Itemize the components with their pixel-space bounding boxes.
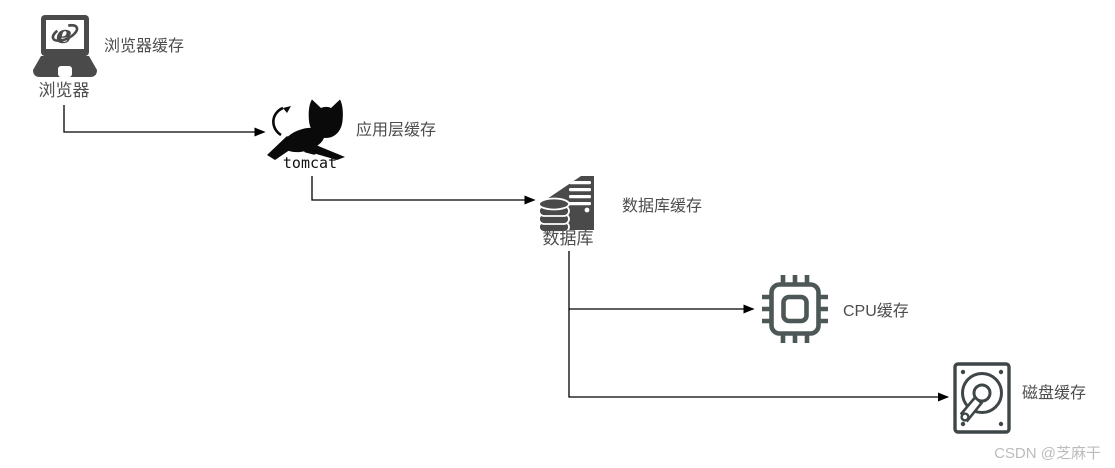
arrow-database-to-disk — [568, 309, 949, 402]
ie-e-logo-glyph: e — [56, 20, 72, 49]
browser-cache-caption: 浏览器缓存 — [104, 38, 185, 55]
arrow-database-to-cpu — [568, 251, 755, 314]
tomcat-cat-icon — [267, 99, 345, 160]
hard-disk-icon — [953, 362, 1011, 434]
database-cache-caption: 数据库缓存 — [622, 198, 703, 215]
cpu-cache-caption: CPU缓存 — [843, 303, 909, 320]
browser-node-label: 浏览器 — [38, 81, 90, 100]
database-node-label: 数据库 — [542, 229, 594, 248]
tomcat-node-label: tomcat — [282, 154, 338, 172]
disk-cache-caption: 磁盘缓存 — [1022, 385, 1087, 402]
database-server-icon — [538, 176, 594, 232]
cpu-chip-icon — [762, 275, 828, 343]
arrow-tomcat-to-database — [311, 176, 536, 205]
app-layer-cache-caption: 应用层缓存 — [356, 122, 437, 139]
browser-laptop-icon: e — [33, 15, 97, 77]
csdn-watermark: CSDN @芝麻干 — [994, 445, 1101, 462]
arrow-browser-to-tomcat — [63, 105, 266, 137]
